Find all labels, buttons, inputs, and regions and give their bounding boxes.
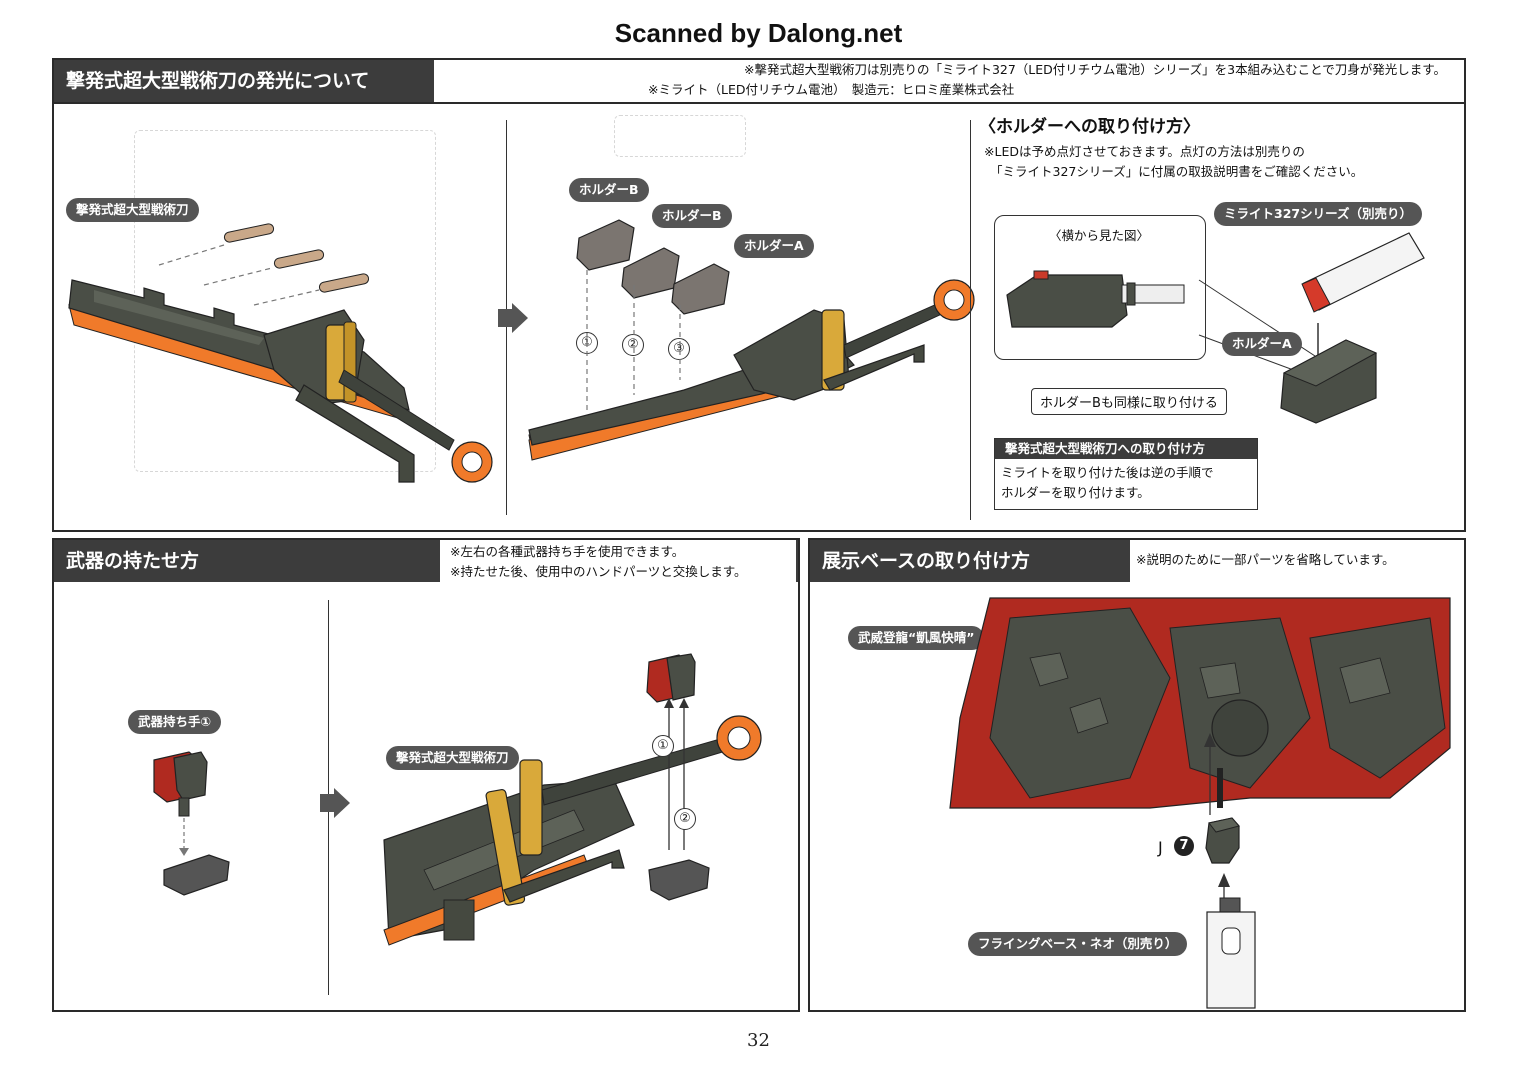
howto-divider: [970, 120, 971, 520]
holder-howto-note-2: 「ミライト327シリーズ」に付属の取扱説明書をご確認ください。: [990, 164, 1364, 179]
led-note-2: ※ミライト（LED付リチウム電池） 製造元：ヒロミ産業株式会社: [648, 82, 1015, 97]
step-2-marker: ②: [622, 334, 644, 356]
base-section-title: 展示ベースの取り付け方: [822, 550, 1031, 572]
attach-line-1: ミライトを取り付けた後は逆の手順で: [1001, 465, 1214, 480]
part-number-badge: 7: [1174, 836, 1194, 856]
part-letter: J: [1158, 838, 1163, 857]
attach-title: 撃発式超大型戦術刀への取り付け方: [995, 439, 1257, 459]
base-note-box: [1130, 540, 1464, 582]
led-section-header-bar: [54, 60, 434, 102]
weapon-hand-parts: [646, 653, 710, 901]
holder-a-diagram: [1280, 323, 1378, 424]
next-step-arrow: [498, 303, 528, 333]
ghost-bg: [614, 115, 746, 157]
model-label: 武威登龍“凱風快晴”: [848, 626, 985, 650]
led-section: 撃発式超大型戦術刀の発光について ※撃発式超大型戦術刀は別売りの「ミライト327…: [52, 58, 1466, 532]
weapon-step-2: ②: [674, 808, 696, 830]
page-number: 32: [747, 1030, 770, 1051]
attach-line-2: ホルダーを取り付けます。: [1001, 485, 1150, 500]
holder-a-howto-label: ホルダーA: [1222, 332, 1302, 356]
base-note: ※説明のために一部パーツを省略しています。: [1136, 552, 1395, 567]
weapon-section: 武器の持たせ方 ※左右の各種武器持ち手を使用できます。 ※持たせた後、使用中のハ…: [52, 538, 800, 1012]
weapon-step-arrow: [320, 788, 350, 818]
holder-parts: [576, 219, 730, 315]
header-rule: [54, 102, 1464, 104]
base-section: 展示ベースの取り付け方 ※説明のために一部パーツを省略しています。 武威登龍“凱…: [808, 538, 1466, 1012]
watermark: Scanned by Dalong.net: [614, 18, 903, 48]
attach-box: 撃発式超大型戦術刀への取り付け方 ミライトを取り付けた後は逆の手順で ホルダーを…: [994, 438, 1258, 510]
holder-howto-title: 〈ホルダーへの取り付け方〉: [979, 117, 1200, 137]
holder-a-label: ホルダーA: [734, 234, 814, 258]
mirite-battery: [1301, 232, 1425, 313]
weapon-note-2: ※持たせた後、使用中のハンドパーツと交換します。: [450, 564, 747, 579]
robot-diagram: [949, 597, 1451, 809]
sword-diagram-middle: [528, 270, 975, 461]
weapon-step-1: ①: [652, 735, 674, 757]
holder-b-label-2: ホルダーB: [652, 204, 732, 228]
led-section-title: 撃発式超大型戦術刀の発光について: [66, 70, 370, 92]
holder-b-label-1: ホルダーB: [569, 178, 649, 202]
weapon-section-title: 武器の持たせ方: [66, 550, 200, 572]
holder-b-same-callout: ホルダーBも同様に取り付ける: [1031, 388, 1227, 415]
mirite-label: ミライト327シリーズ（別売り）: [1214, 202, 1422, 226]
side-view-diagram: [1006, 270, 1185, 328]
holder-howto-note-1: ※LEDは予め点灯させておきます。点灯の方法は別売りの: [984, 144, 1305, 159]
weapon-note-box: [440, 540, 796, 582]
weapon-note-1: ※左右の各種武器持ち手を使用できます。: [450, 544, 685, 559]
hand-part-diagram: [153, 751, 230, 896]
side-view-label: 〈横から見た図〉: [1049, 228, 1150, 243]
flying-base-diagram: [1206, 897, 1256, 1009]
led-note-1: ※撃発式超大型戦術刀は別売りの「ミライト327（LED付リチウム電池）シリーズ」…: [743, 62, 1446, 77]
hand-label: 武器持ち手①: [128, 710, 222, 734]
led-pins: [223, 223, 370, 293]
weapon-sword-label: 撃発式超大型戦術刀: [386, 746, 519, 770]
joint-part-j7: [1205, 817, 1240, 864]
base-label: フライングベース・ネオ（別売り）: [968, 932, 1188, 956]
held-sword-diagram: [383, 715, 762, 946]
sword-label: 撃発式超大型戦術刀: [66, 198, 199, 222]
sword-diagram-left: [68, 223, 493, 483]
step-3-marker: ③: [668, 338, 690, 360]
side-view-box: [994, 215, 1206, 360]
